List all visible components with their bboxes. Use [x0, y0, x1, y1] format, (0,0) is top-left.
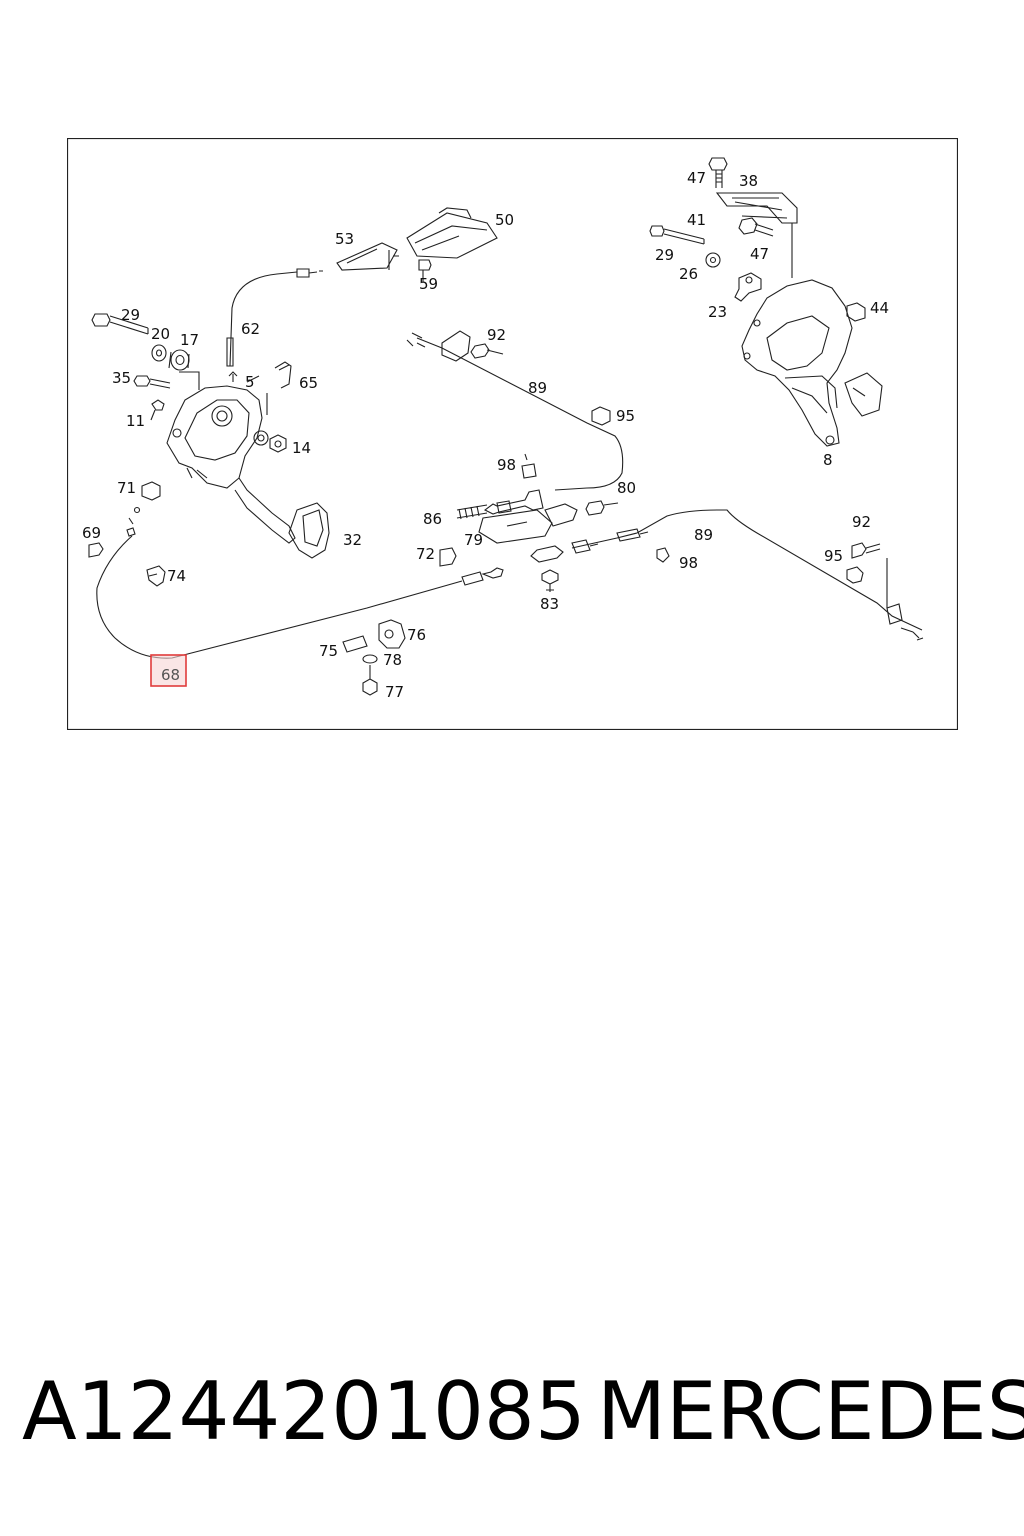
- label-11: 11: [126, 412, 145, 430]
- label-80: 80: [617, 479, 636, 497]
- label-47: 47: [687, 169, 706, 187]
- label-53: 53: [335, 230, 354, 248]
- label-72: 72: [416, 545, 435, 563]
- parts-diagram: 47 38 50 53 41 29 47 26 59 23 44 62 29 2…: [67, 138, 958, 730]
- diagram-border: [67, 138, 958, 730]
- label-69: 69: [82, 524, 101, 542]
- exploded-view-drawing: 47 38 50 53 41 29 47 26 59 23 44 62 29 2…: [67, 138, 958, 730]
- label-17: 17: [180, 331, 199, 349]
- label-98: 98: [497, 456, 516, 474]
- cable-62: [229, 271, 298, 367]
- label-74: 74: [167, 567, 186, 585]
- rod-89-lower: [571, 509, 923, 631]
- highlight-box: [150, 654, 187, 687]
- label-23: 23: [708, 303, 727, 321]
- label-77: 77: [385, 683, 404, 701]
- label-29: 29: [655, 246, 674, 264]
- rod-89-upper: [416, 337, 624, 491]
- mount-bracket-50: [406, 212, 498, 259]
- label-71: 71: [117, 479, 136, 497]
- label-75: 75: [319, 642, 338, 660]
- pedal-arm-32: [234, 477, 296, 544]
- label-41: 41: [687, 211, 706, 229]
- label-29: 29: [121, 306, 140, 324]
- highlighted-part-68[interactable]: 68: [150, 654, 187, 687]
- part-labels: 47 38 50 53 41 29 47 26 59 23 44 62 29 2…: [82, 169, 889, 701]
- label-26: 26: [679, 265, 698, 283]
- label-76: 76: [407, 626, 426, 644]
- label-92: 92: [852, 513, 871, 531]
- label-79: 79: [464, 531, 483, 549]
- label-89: 89: [694, 526, 713, 544]
- label-8: 8: [823, 451, 833, 469]
- label-62: 62: [241, 320, 260, 338]
- label-68: 68: [161, 666, 180, 684]
- bracket-plate-38: [715, 192, 798, 224]
- label-98: 98: [679, 554, 698, 572]
- label-32: 32: [343, 531, 362, 549]
- brand-name: MERCEDES: [597, 1365, 1024, 1458]
- label-5: 5: [245, 373, 255, 391]
- label-47: 47: [750, 245, 769, 263]
- label-86: 86: [423, 510, 442, 528]
- product-caption: A1244201085 MERCEDES: [22, 1365, 1024, 1472]
- part-number: A1244201085: [22, 1365, 586, 1458]
- label-65: 65: [299, 374, 318, 392]
- label-44: 44: [870, 299, 889, 317]
- pedal-bracket-right: [741, 279, 853, 447]
- label-83: 83: [540, 595, 559, 613]
- label-35: 35: [112, 369, 131, 387]
- label-89: 89: [528, 379, 547, 397]
- label-20: 20: [151, 325, 170, 343]
- label-59: 59: [419, 275, 438, 293]
- label-95: 95: [824, 547, 843, 565]
- label-95: 95: [616, 407, 635, 425]
- label-78: 78: [383, 651, 402, 669]
- label-14: 14: [292, 439, 311, 457]
- label-50: 50: [495, 211, 514, 229]
- label-38: 38: [739, 172, 758, 190]
- pedal-bracket-left: [166, 385, 263, 489]
- label-92: 92: [487, 326, 506, 344]
